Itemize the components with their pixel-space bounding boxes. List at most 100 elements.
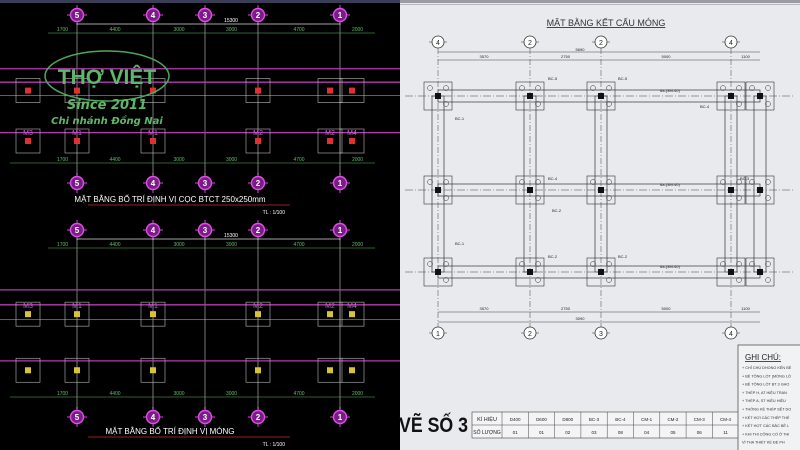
column-label: M1 bbox=[148, 303, 158, 310]
footing-outline bbox=[245, 128, 271, 154]
pile-symbol bbox=[720, 179, 726, 185]
grid-bubble: 3 bbox=[195, 173, 215, 193]
pile-marker bbox=[74, 138, 80, 144]
table-header-cell: CM-2 bbox=[667, 417, 678, 422]
pile-cap bbox=[423, 81, 453, 111]
pile-symbol bbox=[443, 101, 449, 107]
dimension-label: 2000 bbox=[352, 157, 363, 163]
column-marker bbox=[435, 93, 441, 99]
pile-symbol bbox=[606, 179, 612, 185]
dimension-label: 3000 bbox=[226, 391, 237, 397]
beam-note: 6a-(3M-40) bbox=[660, 264, 680, 269]
dimension-label: 5000 bbox=[662, 306, 672, 311]
table-header-cell: CM-4 bbox=[720, 417, 731, 422]
footing-outline bbox=[245, 301, 271, 327]
note-item: + CHỈ CHÚ DHONG KÊN BỀ bbox=[742, 365, 792, 370]
footing-outline bbox=[317, 128, 343, 154]
grid-bubble: 5 bbox=[67, 220, 87, 240]
grid-bubble: 3 bbox=[195, 220, 215, 240]
column-marker bbox=[728, 269, 734, 275]
table-header-cell: KÍ HIỆU bbox=[477, 415, 497, 423]
note-item: + THÉP A, ST HIỆU HIỆU bbox=[742, 398, 786, 403]
dimension-label: 4700 bbox=[293, 27, 304, 33]
pile-symbol bbox=[720, 261, 726, 267]
footing-outline bbox=[140, 78, 166, 103]
svg-text:5: 5 bbox=[75, 179, 80, 188]
watermark-logo: THỢ VIỆT Since 2011 Chi nhánh Đồng Nai bbox=[44, 50, 170, 127]
dimension-label: 4400 bbox=[109, 27, 120, 33]
grid-bubble: 3 bbox=[592, 326, 610, 340]
svg-text:2: 2 bbox=[256, 11, 261, 20]
table-cell: 01 bbox=[539, 430, 545, 435]
table-cell: 11 bbox=[723, 430, 728, 435]
pile-cap bbox=[716, 257, 746, 287]
beam-label: BC-4 bbox=[548, 176, 558, 181]
table-cell: 08 bbox=[618, 430, 624, 435]
grid-bubble: 4 bbox=[722, 35, 740, 49]
dimension-label: 4400 bbox=[109, 242, 120, 248]
table-cell: 02 bbox=[565, 430, 571, 435]
dimension-label: 1700 bbox=[57, 391, 68, 397]
pile-symbol bbox=[606, 195, 612, 201]
pile-symbol bbox=[765, 179, 771, 185]
column-label: M1 bbox=[148, 130, 158, 137]
svg-text:2: 2 bbox=[528, 331, 532, 338]
column-marker bbox=[527, 187, 533, 193]
grid-bubble: 4 bbox=[143, 173, 163, 193]
footing-outline bbox=[64, 78, 90, 103]
pile-symbol bbox=[443, 85, 449, 91]
grid-bubble: 1 bbox=[330, 407, 350, 427]
footing-outline bbox=[140, 301, 166, 327]
pile-marker bbox=[150, 87, 156, 94]
pile-marker bbox=[255, 367, 261, 374]
grid-bubble: 2 bbox=[248, 407, 268, 427]
note-item: + KẾT HỢI CÁC THÉP THÉ bbox=[742, 415, 790, 420]
grid-bubble: 2 bbox=[248, 173, 268, 193]
pile-cap bbox=[515, 81, 545, 111]
grid-bubble: 3 bbox=[195, 407, 215, 427]
pile-marker bbox=[349, 138, 355, 144]
svg-text:4: 4 bbox=[436, 40, 440, 47]
svg-text:3: 3 bbox=[203, 413, 208, 422]
column-marker bbox=[598, 269, 604, 275]
svg-text:4: 4 bbox=[729, 331, 733, 338]
pile-marker bbox=[349, 87, 355, 94]
pile-symbol bbox=[765, 277, 771, 283]
svg-text:4: 4 bbox=[151, 179, 156, 188]
column-marker bbox=[728, 93, 734, 99]
dimension-label: 4400 bbox=[109, 391, 120, 397]
footing-outline bbox=[339, 357, 365, 383]
footing-outline bbox=[317, 357, 343, 383]
svg-text:4: 4 bbox=[151, 413, 156, 422]
grid-bubble: 4 bbox=[143, 5, 163, 25]
footing-outline bbox=[64, 128, 90, 154]
grid-bubble: 5 bbox=[67, 173, 87, 193]
beam-note: 6a-(3M-40) bbox=[660, 182, 680, 187]
svg-text:3: 3 bbox=[203, 226, 208, 235]
column-marker bbox=[757, 269, 763, 275]
note-item: + BÊ TÔNG LÓT (MÓNG LÓ bbox=[742, 373, 791, 378]
svg-text:2: 2 bbox=[256, 179, 261, 188]
pile-marker bbox=[74, 367, 80, 374]
pile-cap bbox=[423, 175, 453, 205]
pile-symbol bbox=[535, 179, 541, 185]
pile-symbol bbox=[606, 101, 612, 107]
beam-label: BC-5 bbox=[548, 76, 558, 81]
dimension-label: 3000 bbox=[173, 391, 184, 397]
footing-outline bbox=[317, 301, 343, 327]
column-label: M3 bbox=[23, 303, 33, 310]
column-marker bbox=[527, 269, 533, 275]
dimension-label: 3570 bbox=[480, 54, 490, 59]
pile-symbol bbox=[736, 85, 742, 91]
svg-text:1: 1 bbox=[338, 179, 343, 188]
svg-text:1: 1 bbox=[436, 331, 440, 338]
svg-text:1: 1 bbox=[338, 11, 343, 20]
dimension-label: 3000 bbox=[226, 157, 237, 163]
pile-symbol bbox=[443, 179, 449, 185]
svg-text:3: 3 bbox=[599, 331, 603, 338]
grid-bubble: 4 bbox=[722, 326, 740, 340]
plan-title: MẶT BẰNG KẾT CẤU MÓNG bbox=[547, 18, 666, 28]
svg-text:3: 3 bbox=[203, 179, 208, 188]
